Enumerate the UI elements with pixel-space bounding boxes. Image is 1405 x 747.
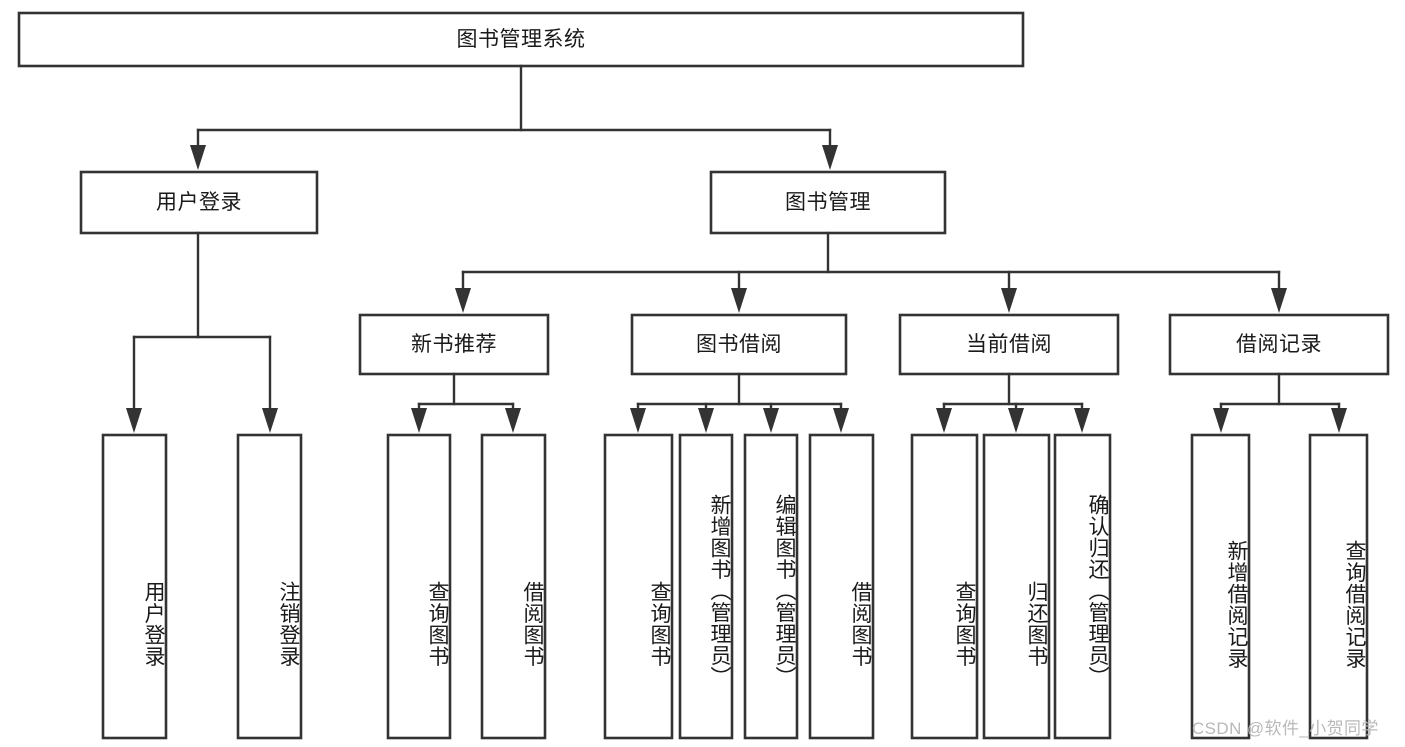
arrow-head-borrow-record [1271,288,1287,313]
node-box-leaf-borrow-book-recommend[interactable] [480,433,547,740]
arrow-head-user-login [190,145,206,170]
arrow-head-new-book-recommend [455,288,471,313]
csdn-watermark: CSDN @软件_小贺同学 [1192,719,1379,738]
node-box-leaf-query-borrow-record[interactable] [1308,433,1369,740]
node-box-leaf-edit-book[interactable] [743,433,799,740]
arrow-head-current-borrow [1001,288,1017,313]
arrow-head-leaf-query-book-current [936,408,952,433]
node-box-leaf-add-book[interactable] [678,433,734,740]
node-box-leaf-query-book-borrow[interactable] [603,433,674,740]
arrow-head-leaf-logout [262,408,278,433]
node-box-leaf-query-book-current[interactable] [910,433,979,740]
arrow-head-book-management [822,145,838,170]
arrow-head-book-borrow [731,288,747,313]
node-box-leaf-logout[interactable] [236,433,303,740]
node-box-leaf-user-login[interactable] [101,433,168,740]
node-box-leaf-borrow-book[interactable] [808,433,875,740]
arrow-head-leaf-query-book-recommend [411,408,427,433]
arrow-head-leaf-query-book-borrow [630,408,646,433]
node-box-leaf-add-borrow-record[interactable] [1190,433,1251,740]
node-box-leaf-return-book[interactable] [982,433,1051,740]
arrow-head-leaf-return-book [1008,408,1024,433]
node-box-leaf-query-book-recommend[interactable] [386,433,452,740]
node-boxes [17,11,1390,740]
connectors [126,64,1347,433]
node-box-root[interactable] [17,11,1025,68]
arrow-head-leaf-borrow-book-recommend [505,408,521,433]
node-box-current-borrow[interactable] [898,313,1120,376]
node-box-borrow-record[interactable] [1168,313,1390,376]
arrow-head-leaf-user-login [126,408,142,433]
arrow-head-leaf-borrow-book [833,408,849,433]
arrow-head-leaf-query-borrow-record [1331,408,1347,433]
arrow-head-leaf-add-borrow-record [1213,408,1229,433]
arrow-head-leaf-edit-book [763,408,779,433]
node-box-leaf-confirm-return[interactable] [1053,433,1112,740]
node-box-user-login[interactable] [79,170,319,235]
node-box-new-book-recommend[interactable] [358,313,550,376]
arrow-head-leaf-add-book [698,408,714,433]
node-box-book-borrow[interactable] [630,313,848,376]
node-box-book-management[interactable] [709,170,947,235]
arrow-head-leaf-confirm-return [1074,408,1090,433]
